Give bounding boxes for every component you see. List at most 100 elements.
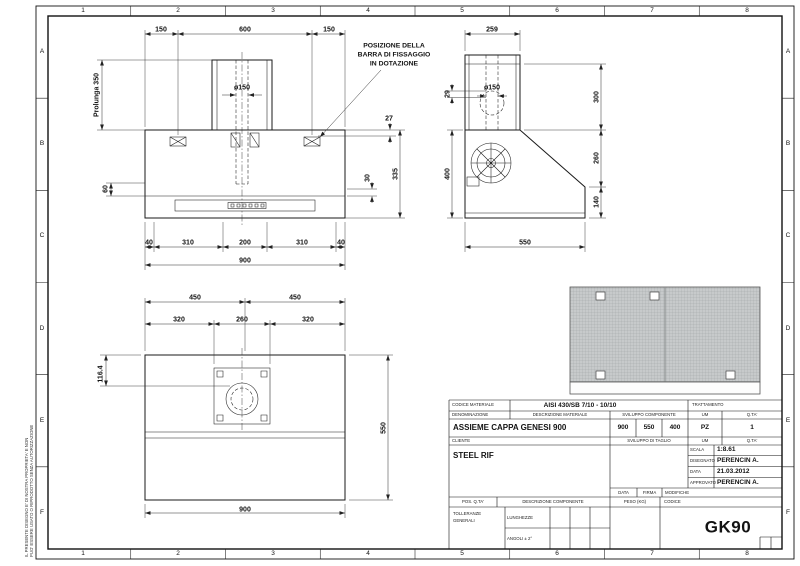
label-peso: PESO (KG) bbox=[623, 498, 647, 504]
value-approvato: PERENCIN A. bbox=[717, 478, 759, 486]
side-view bbox=[464, 54, 586, 219]
note-fixing-bar-line1: POSIZIONE DELLA bbox=[363, 42, 425, 50]
grid-col-ref: 8 bbox=[745, 549, 749, 557]
value-denominazione: ASSIEME CAPPA GENESI 900 bbox=[453, 423, 567, 432]
grid-row-ref: A bbox=[785, 47, 791, 55]
label-data-rev: DATA bbox=[618, 489, 629, 495]
dim-side-140: 140 bbox=[593, 196, 601, 208]
filter-clip bbox=[725, 370, 736, 380]
filter-clip bbox=[649, 291, 660, 301]
value-cliente: STEEL RIF bbox=[453, 451, 494, 460]
label-tolleranze-line1: TOLLERANZE bbox=[453, 510, 482, 516]
dim-plan-900: 900 bbox=[239, 506, 251, 514]
grid-row-ref: D bbox=[785, 324, 791, 332]
label-approvato: APPROVATO bbox=[690, 479, 717, 485]
dim-front-900: 900 bbox=[239, 257, 251, 265]
label-um-2: UM bbox=[701, 437, 709, 443]
front-dimensions bbox=[97, 30, 507, 270]
filter-clip bbox=[595, 370, 606, 380]
dim-front-60: 60 bbox=[102, 185, 110, 193]
grid-col-ref: 1 bbox=[81, 549, 85, 557]
label-qta: Q.TA' bbox=[746, 411, 758, 417]
label-qta-2: Q.TA' bbox=[746, 437, 758, 443]
grid-row-ref: B bbox=[39, 139, 45, 147]
filter-view bbox=[569, 286, 761, 395]
label-disegnato: DISEGNATO bbox=[690, 457, 715, 463]
grid-col-ref: 2 bbox=[176, 549, 180, 557]
grid-col-ref: 5 bbox=[460, 6, 464, 14]
dim-front-310-left: 310 bbox=[182, 239, 194, 247]
dim-side-259: 259 bbox=[486, 26, 498, 34]
dim-plan-450-left: 450 bbox=[189, 294, 201, 302]
side-dimensions bbox=[447, 30, 606, 252]
dim-side-260: 260 bbox=[593, 152, 601, 164]
value-qta-1: 1 bbox=[750, 423, 754, 431]
grid-col-ref: 5 bbox=[460, 549, 464, 557]
label-pos-qta: POS. Q.TA' bbox=[462, 498, 484, 504]
dim-front-27: 27 bbox=[385, 115, 393, 123]
label-tolleranze-line2: GENERALI bbox=[453, 517, 475, 523]
grid-col-ref: 6 bbox=[555, 549, 559, 557]
grid-col-ref: 4 bbox=[366, 6, 370, 14]
dim-side-300: 300 bbox=[593, 91, 601, 103]
label-data: DATA bbox=[690, 468, 701, 474]
dim-front-600: 600 bbox=[239, 26, 251, 34]
dim-plan-260: 260 bbox=[236, 316, 248, 324]
dim-front-310-right: 310 bbox=[296, 239, 308, 247]
title-block-grid bbox=[448, 399, 782, 549]
dim-front-150-left: 150 bbox=[155, 26, 167, 34]
note-fixing-bar-line3: IN DOTAZIONE bbox=[369, 60, 419, 68]
label-denominazione: DENOMINAZIONE bbox=[452, 411, 489, 417]
label-sviluppo-taglio: SVILUPPO DI TAGLIO bbox=[627, 437, 671, 443]
grid-col-ref: 8 bbox=[745, 6, 749, 14]
dim-plan-450-right: 450 bbox=[289, 294, 301, 302]
dim-front-30: 30 bbox=[364, 174, 372, 182]
value-sviluppo-400: 400 bbox=[669, 423, 681, 431]
label-scala: SCALA bbox=[690, 447, 705, 453]
value-disegnato: PERENCIN A. bbox=[717, 456, 759, 464]
grid-row-ref: E bbox=[39, 416, 45, 424]
dim-front-prolunga-350: Prolunga 350 bbox=[93, 73, 101, 117]
dim-plan-550: 550 bbox=[380, 422, 388, 434]
label-cliente: CLIENTE bbox=[452, 437, 471, 443]
grid-col-ref: 3 bbox=[271, 549, 275, 557]
plan-dimensions bbox=[100, 298, 393, 518]
dim-side-550: 550 bbox=[519, 239, 531, 247]
grid-row-ref: D bbox=[39, 324, 45, 332]
grid-row-ref: C bbox=[39, 231, 45, 239]
label-trattamento: TRATTAMENTO bbox=[692, 401, 724, 407]
label-codice-materiale: CODICE MATERIALE bbox=[452, 401, 494, 407]
dim-plan-116-4: 116.4 bbox=[97, 365, 105, 383]
grid-col-ref: 7 bbox=[650, 6, 654, 14]
drawing-code: GK90 bbox=[704, 517, 752, 537]
label-codice: CODICE bbox=[664, 498, 681, 504]
label-descrizione-materiale: DESCRIZIONE MATERIALE bbox=[532, 411, 588, 417]
front-view bbox=[144, 52, 346, 226]
grid-row-ref: A bbox=[39, 47, 45, 55]
label-sviluppo-componente: SVILUPPO COMPONENTE bbox=[622, 411, 676, 417]
label-firma: FIRMA bbox=[642, 489, 657, 495]
dim-front-335: 335 bbox=[392, 168, 400, 180]
value-um-pz: PZ bbox=[700, 423, 710, 431]
dim-front-200: 200 bbox=[239, 239, 251, 247]
note-fixing-bar-line2: BARRA DI FISSAGGIO bbox=[357, 51, 431, 59]
grid-row-ref: F bbox=[786, 508, 790, 516]
dim-plan-320-right: 320 bbox=[302, 316, 314, 324]
grid-row-ref: F bbox=[40, 508, 44, 516]
property-note-line2: PUO' ESSERE USATO O RIPRODOTTO SENZA AUT… bbox=[29, 424, 34, 557]
grid-row-ref: B bbox=[785, 139, 791, 147]
dim-side-400: 400 bbox=[444, 168, 452, 180]
value-materiale: AISI 430/SB 7/10 - 10/10 bbox=[543, 401, 617, 409]
grid-row-ref: C bbox=[785, 231, 791, 239]
grid-col-ref: 3 bbox=[271, 6, 275, 14]
dim-front-40-right: 40 bbox=[337, 239, 345, 247]
dim-front-diameter-150: ø150 bbox=[234, 84, 250, 92]
sheet-frame bbox=[35, 5, 795, 560]
dim-front-40-left: 40 bbox=[145, 239, 153, 247]
label-um: UM bbox=[701, 411, 709, 417]
grid-row-ref: E bbox=[785, 416, 791, 424]
grid-col-ref: 1 bbox=[81, 6, 85, 14]
dim-front-150-right: 150 bbox=[323, 26, 335, 34]
value-sviluppo-550: 550 bbox=[643, 423, 655, 431]
